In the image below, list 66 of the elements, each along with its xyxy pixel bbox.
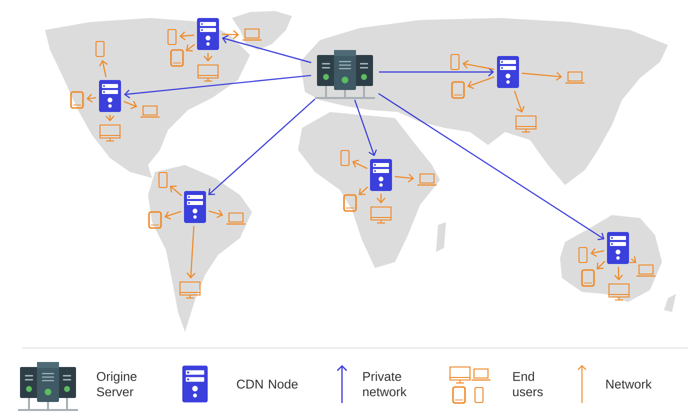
server-icon [99,80,121,112]
arrow [222,30,240,40]
monitor-icon [197,64,219,82]
arrow [86,94,96,103]
laptop-icon [418,173,436,186]
arrow [394,174,414,182]
phone-icon [158,172,168,188]
tablet-icon [70,91,84,109]
legend-label: Origine Server [96,372,137,396]
arrow [186,44,195,52]
tablet-icon [343,194,357,212]
server-icon [184,191,206,223]
arrow [629,256,636,264]
arrow [179,32,194,40]
tablet-icon [451,81,465,99]
arrow [208,210,224,218]
legend-label: Network [606,379,652,389]
arrow [124,74,312,98]
legend-label: Private network [363,372,407,396]
arrow [467,76,494,90]
phone-icon [95,40,105,58]
laptop-icon [636,264,656,277]
arrow [614,266,624,281]
arrow [204,52,212,62]
tablet-icon [170,49,184,67]
arrow [376,194,386,204]
monitor-icon [179,281,201,299]
phone-icon [340,150,350,166]
monitor-icon [99,124,121,142]
server-icon [607,232,629,264]
arrow [124,100,138,110]
laptop-icon [566,71,584,84]
arrow [164,210,182,220]
arrow [358,186,368,196]
legend-label: CDN Node [236,379,298,389]
monitor-icon [515,115,537,133]
arrow [596,260,606,270]
server-icon [370,159,392,191]
arrow [208,98,316,196]
arrow [170,186,182,196]
arrow [462,60,494,70]
arrow [106,114,114,122]
server-rack-icon [315,50,375,99]
phone-icon [578,246,588,264]
phone-icon [167,28,177,46]
laptop-icon [226,212,246,225]
server-icon [197,18,219,50]
arrow [354,100,377,156]
arrow [378,93,604,240]
laptop-icon [140,105,160,118]
arrow [222,34,312,64]
monitor-icon [370,206,392,224]
arrow [590,248,604,257]
legend-label: End users [513,372,543,396]
tablet-icon [581,269,595,287]
phone-icon [450,54,460,70]
server-icon [497,56,519,88]
tablet-icon [148,211,162,229]
arrow [186,226,196,279]
laptop-icon [242,28,262,41]
monitor-icon [608,283,630,301]
arrow [378,68,494,76]
arrow [514,90,525,113]
arrow [522,72,562,81]
arrow [99,60,108,78]
arrow [352,160,368,170]
